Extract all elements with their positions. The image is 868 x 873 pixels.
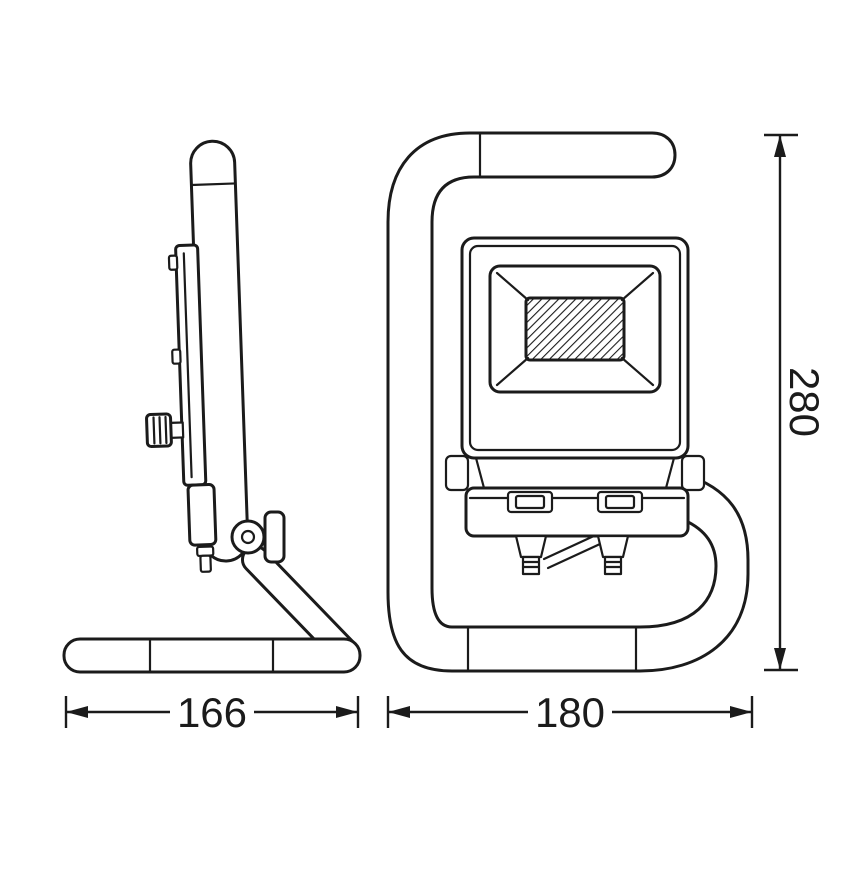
reflector-bevel-bl	[495, 356, 530, 387]
knob-knurl-1	[152, 416, 156, 445]
junction-box-front	[464, 486, 690, 538]
reflector-bevel-br	[620, 356, 655, 387]
panel-tab-top	[167, 254, 179, 271]
side-upright	[145, 139, 250, 573]
dimension-label-front-width: 180	[535, 689, 605, 736]
arrow-left-icon	[388, 706, 410, 718]
latch-left-inner	[514, 494, 546, 510]
tube-cap-line	[190, 182, 237, 187]
stand-tube-front	[386, 131, 750, 673]
pivot-bolt	[240, 529, 256, 545]
reflector-bevel-tr	[620, 271, 655, 302]
label-halo	[170, 688, 254, 734]
cable-gland-right	[596, 534, 630, 576]
adjust-knob	[145, 412, 185, 449]
skirt-line-left	[474, 456, 486, 490]
dimension-label-side-width: 166	[177, 689, 247, 736]
knob-knurl-3	[164, 415, 168, 445]
base-side-slab	[62, 637, 362, 674]
gland-right-nut	[596, 534, 630, 559]
latch-left	[506, 490, 554, 514]
cable-line-1	[546, 542, 602, 570]
dimension-front-width: 180	[386, 688, 754, 736]
front-view	[386, 131, 750, 673]
cable-line-2	[542, 533, 598, 561]
arrow-up-icon	[774, 135, 786, 157]
knob-knurl-2	[158, 416, 162, 445]
gland-left-nut	[514, 534, 548, 559]
dimension-height: 280	[764, 133, 828, 672]
cable-gland-left	[514, 534, 548, 576]
dimension-side-width: 166	[64, 688, 360, 736]
junction-box-shell	[464, 486, 690, 538]
bracket-tab-right	[680, 454, 706, 492]
bolt-head-side	[196, 545, 215, 558]
reflector	[488, 264, 662, 394]
reflector-bevel-tl	[495, 271, 530, 302]
side-view	[62, 139, 362, 674]
pivot-bracket	[263, 510, 286, 564]
arrow-right-icon	[336, 706, 358, 718]
label-halo	[528, 688, 612, 734]
gland-left-thread	[521, 555, 541, 576]
arrow-down-icon	[774, 648, 786, 670]
latch-right	[596, 490, 644, 514]
skirt-line-right	[664, 456, 676, 490]
bolt-shaft-side	[199, 554, 212, 573]
cable	[542, 533, 602, 570]
junction-box-side	[186, 483, 218, 547]
base-side	[62, 637, 362, 674]
panel-tab-mid	[171, 348, 182, 365]
arrow-left-icon	[66, 706, 88, 718]
led-panel	[524, 296, 626, 362]
lamp-panel-inner-line	[182, 252, 193, 479]
arrow-right-icon	[730, 706, 752, 718]
latch-right-inner	[604, 494, 636, 510]
bracket-tab-left	[444, 454, 470, 492]
gland-right-thread	[603, 555, 623, 576]
dimension-label-height: 280	[781, 367, 828, 437]
